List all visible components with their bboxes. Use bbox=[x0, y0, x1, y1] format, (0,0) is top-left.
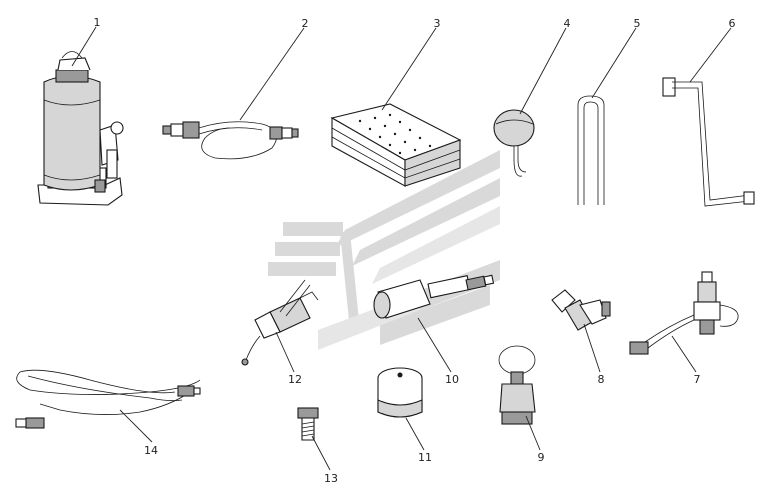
elbow-fitting-part bbox=[551, 289, 611, 331]
ball-hook-part bbox=[493, 109, 535, 177]
label-7: 7 bbox=[694, 373, 701, 386]
u-rod-part bbox=[577, 95, 605, 205]
label-1: 1 bbox=[94, 16, 101, 29]
item-labels: 1 2 3 4 5 6 7 8 9 10 11 12 13 14 bbox=[94, 16, 736, 485]
grease-gun-part bbox=[241, 279, 319, 366]
label-10: 10 bbox=[445, 373, 459, 386]
label-3: 3 bbox=[434, 17, 441, 30]
label-12: 12 bbox=[288, 373, 302, 386]
wrench-handle-part bbox=[662, 77, 755, 207]
cap-cylinder-part bbox=[377, 367, 423, 418]
label-11: 11 bbox=[418, 451, 432, 464]
label-8: 8 bbox=[598, 373, 605, 386]
label-13: 13 bbox=[324, 472, 338, 485]
jack-part bbox=[37, 51, 124, 206]
cylinder-rod-part bbox=[373, 274, 495, 319]
plate-stack-part bbox=[330, 103, 462, 187]
hose-part bbox=[162, 121, 299, 160]
label-4: 4 bbox=[564, 17, 571, 30]
label-2: 2 bbox=[302, 17, 309, 30]
long-hose-part bbox=[15, 369, 201, 429]
label-14: 14 bbox=[144, 444, 158, 457]
valve-part bbox=[629, 271, 739, 355]
ring-plug-part bbox=[498, 345, 536, 425]
label-9: 9 bbox=[538, 451, 545, 464]
bolt-part bbox=[297, 407, 319, 441]
label-6: 6 bbox=[729, 17, 736, 30]
label-5: 5 bbox=[634, 17, 641, 30]
leader-lines bbox=[71, 26, 732, 471]
